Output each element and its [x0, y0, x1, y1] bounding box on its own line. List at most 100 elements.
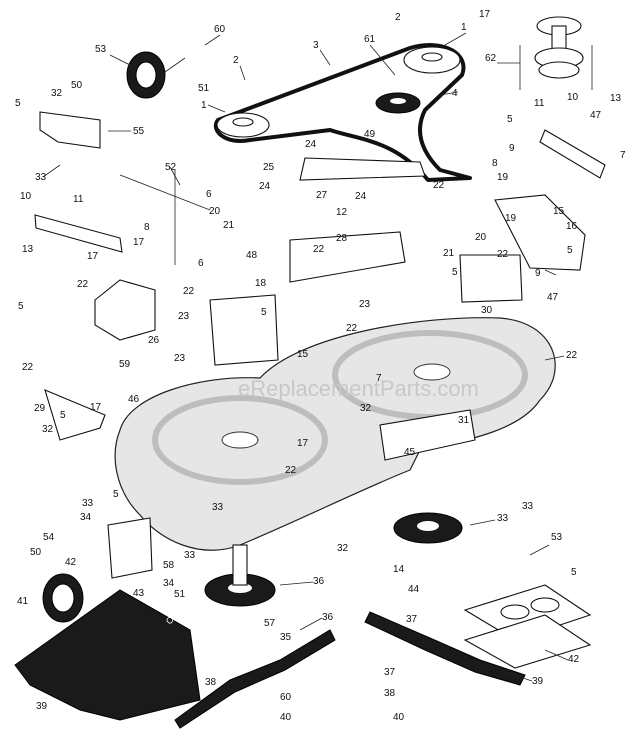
callout-label: 2 — [395, 12, 401, 23]
callout-label: 55 — [133, 126, 145, 137]
spindle-right — [393, 512, 463, 544]
callout-label: 59 — [119, 359, 131, 370]
wheel-bracket-lower — [107, 517, 153, 579]
callout-label: 21 — [443, 248, 455, 259]
callout-label: 13 — [22, 244, 34, 255]
callout-label: 6 — [206, 189, 212, 200]
callout-label: 7 — [620, 150, 626, 161]
callout-label: 47 — [590, 110, 602, 121]
callout-label: 2 — [233, 55, 239, 66]
deck-adapter-plate — [463, 584, 592, 669]
callout-label: 60 — [280, 692, 292, 703]
callout-label: 24 — [355, 191, 367, 202]
callout-label: 10 — [20, 191, 32, 202]
callout-label: 44 — [408, 584, 420, 595]
callout-label: 22 — [77, 279, 89, 290]
leader-lines — [42, 32, 569, 682]
callout-label: 8 — [144, 222, 150, 233]
callout-label: 29 — [34, 403, 46, 414]
callout-label: 11 — [534, 98, 545, 109]
callout-label: 3 — [313, 40, 319, 51]
callout-label: 22 — [346, 323, 358, 334]
callout-label: 53 — [551, 532, 563, 543]
callout-label: 18 — [255, 278, 267, 289]
callout-label: 37 — [406, 614, 418, 625]
callout-label: 15 — [297, 349, 309, 360]
callout-label: 17 — [90, 402, 102, 413]
blade-left — [174, 629, 336, 729]
callout-label: 46 — [128, 394, 140, 405]
deck-bracket-center — [289, 231, 406, 283]
callout-label: 23 — [174, 353, 186, 364]
callout-label: 38 — [384, 688, 396, 699]
callout-label: 24 — [305, 139, 317, 150]
callout-label: 37 — [384, 667, 396, 678]
callout-label: 48 — [246, 250, 258, 261]
callout-label: 7 — [376, 373, 382, 384]
callout-label: 17 — [479, 9, 491, 20]
callout-label: 1 — [201, 100, 207, 111]
callout-label: 15 — [553, 206, 565, 217]
callout-label: 52 — [165, 162, 177, 173]
callout-label: 5 — [571, 567, 577, 578]
wheel-bracket-upper — [39, 111, 101, 149]
callout-label: 25 — [263, 162, 275, 173]
hardware — [34, 45, 606, 579]
blade-right — [364, 611, 526, 686]
callout-label: 38 — [205, 677, 217, 688]
lift-link-left — [34, 214, 123, 253]
callout-label: 5 — [507, 114, 513, 125]
callout-label: 4 — [452, 88, 458, 99]
idler-arm — [299, 157, 426, 181]
callout-label: 43 — [133, 588, 145, 599]
callout-label: 42 — [568, 654, 580, 665]
callout-label: 39 — [36, 701, 48, 712]
callout-label: 19 — [505, 213, 517, 224]
callout-label: 31 — [458, 415, 470, 426]
callout-label: 22 — [313, 244, 325, 255]
callout-label: 17 — [133, 237, 145, 248]
callout-label: 60 — [214, 24, 226, 35]
callout-label: 34 — [163, 578, 175, 589]
callout-label: 47 — [547, 292, 559, 303]
callout-label: 33 — [35, 172, 47, 183]
callout-label: 51 — [198, 83, 210, 94]
callout-label: 13 — [610, 93, 622, 104]
watermark: eReplacementParts.com — [238, 376, 479, 401]
callout-label: 33 — [522, 501, 534, 512]
callout-label: 53 — [95, 44, 107, 55]
callout-label: 32 — [42, 424, 54, 435]
lift-link-right — [539, 129, 606, 179]
callout-label: 62 — [485, 53, 497, 64]
callout-label: 51 — [174, 589, 186, 600]
hanger-bracket-left — [94, 279, 156, 341]
callout-label: 45 — [404, 447, 416, 458]
callout-label: 23 — [178, 311, 190, 322]
callout-label: 19 — [497, 172, 509, 183]
callout-label: 41 — [17, 596, 29, 607]
callout-label: 10 — [567, 92, 579, 103]
stabilizer-bracket-right — [494, 194, 586, 271]
gauge-wheel-lower — [42, 573, 84, 623]
callout-label: 33 — [184, 550, 196, 561]
drive-belt-assembly — [214, 16, 584, 182]
callout-label: 32 — [51, 88, 63, 99]
callout-label: 9 — [509, 143, 515, 154]
callout-label: 33 — [82, 498, 94, 509]
callout-label: 22 — [497, 249, 509, 260]
callout-label: 39 — [532, 676, 544, 687]
callout-label: 24 — [259, 181, 271, 192]
callout-label: 36 — [313, 576, 325, 587]
callout-label: 5 — [113, 489, 119, 500]
callout-label: 36 — [322, 612, 334, 623]
callout-label: 40 — [393, 712, 405, 723]
callout-label: 58 — [163, 560, 175, 571]
rear-bracket — [379, 409, 476, 461]
callout-label: 17 — [297, 438, 309, 449]
callout-label: 32 — [360, 403, 372, 414]
callout-label: 27 — [316, 190, 328, 201]
callout-label: 50 — [30, 547, 42, 558]
callout-label: 5 — [15, 98, 21, 109]
callout-label: 54 — [43, 532, 55, 543]
callout-label: 22 — [433, 180, 445, 191]
